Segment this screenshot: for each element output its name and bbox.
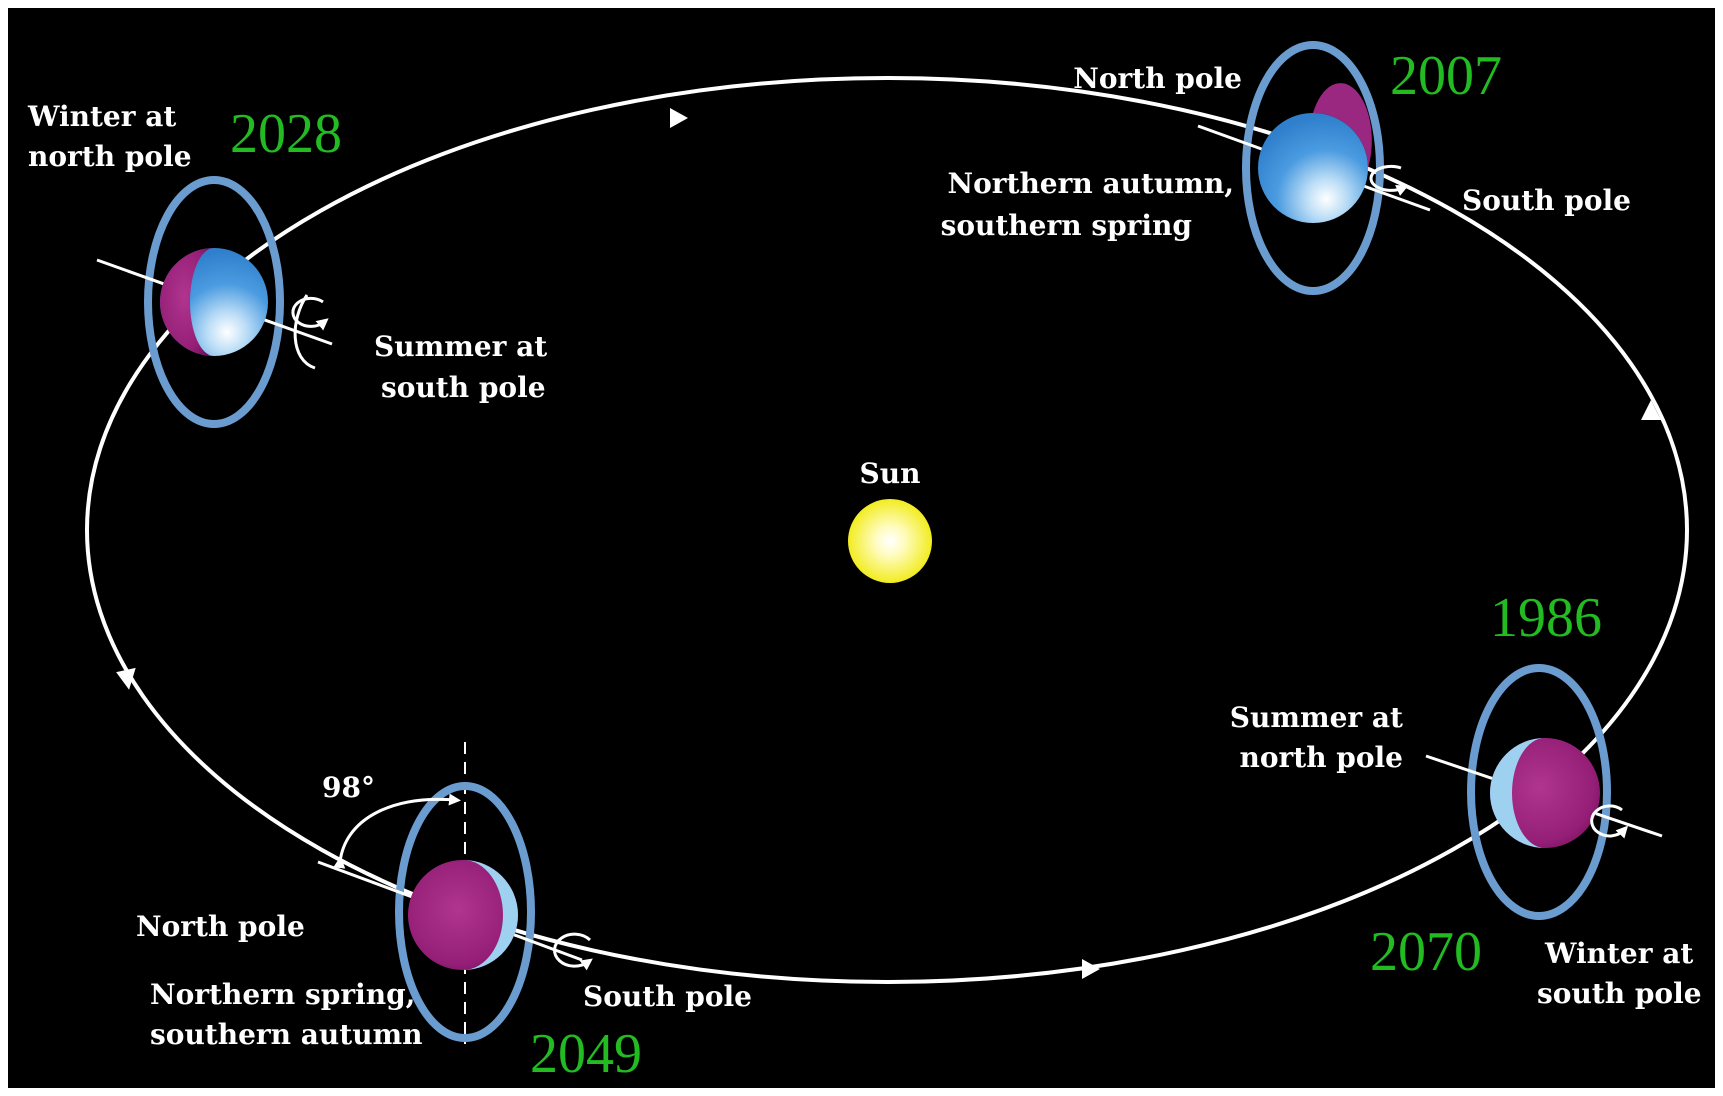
angle-arc-98 bbox=[333, 793, 461, 869]
season-label-2007-line2: southern spring bbox=[941, 209, 1192, 242]
planet-2028-magenta-half bbox=[160, 248, 214, 356]
sun-label: Sun bbox=[860, 457, 921, 490]
angle-label-98: 98° bbox=[322, 771, 375, 804]
south-pole-label-2049: South pole bbox=[583, 980, 752, 1013]
season-label-2049-line1: Northern spring, bbox=[150, 978, 415, 1011]
orbit-direction-arrow-left bbox=[116, 667, 136, 690]
year-label-2070: 2070 bbox=[1370, 921, 1482, 983]
note-2070-line2: south pole bbox=[1537, 977, 1702, 1010]
year-label-2049: 2049 bbox=[530, 1023, 642, 1085]
season-label-2049-line2: southern autumn bbox=[150, 1018, 423, 1051]
orbit-direction-arrow-bottom bbox=[1082, 959, 1100, 979]
year-label-1986: 1986 bbox=[1490, 587, 1602, 649]
note-1986-line1: Summer at bbox=[1230, 701, 1403, 734]
south-pole-label-2007: South pole bbox=[1462, 184, 1631, 217]
uranus-2007: North pole South pole Northern autumn, s… bbox=[941, 41, 1631, 295]
ring-2049 bbox=[395, 782, 535, 1042]
north-pole-label-2007: North pole bbox=[1073, 62, 1242, 95]
planet-2049-light-edge bbox=[463, 860, 518, 970]
planet-2007-dark-cap bbox=[1313, 83, 1372, 168]
orbit-direction-arrow-top bbox=[670, 108, 688, 128]
uranus-1986: Summer at north pole 1986 2070 Winter at… bbox=[1230, 587, 1702, 1010]
orbit-direction-arrow-right bbox=[1641, 400, 1661, 420]
planet-1986-light-edge bbox=[1490, 738, 1545, 848]
north-pole-label-2049: North pole bbox=[136, 910, 305, 943]
ring-1986 bbox=[1467, 664, 1611, 920]
year-label-2028: 2028 bbox=[230, 103, 342, 165]
uranus-2049: 98° North pole South pole Northern sprin… bbox=[136, 742, 752, 1085]
note-2028-summer-line2: south pole bbox=[381, 371, 546, 404]
year-label-2007: 2007 bbox=[1390, 45, 1502, 107]
note-1986-line2: north pole bbox=[1239, 741, 1403, 774]
ring-2028 bbox=[144, 176, 284, 428]
note-2070-line1: Winter at bbox=[1544, 937, 1693, 970]
note-2028-line1: Winter at bbox=[27, 100, 176, 133]
sun bbox=[848, 499, 932, 583]
uranus-2028: Winter at north pole Summer at south pol… bbox=[27, 100, 547, 428]
note-2028-summer-line1: Summer at bbox=[374, 330, 547, 363]
season-label-2007-line1: Northern autumn, bbox=[947, 167, 1234, 200]
orbit-path bbox=[85, 76, 1689, 984]
note-2028-line2: north pole bbox=[28, 140, 192, 173]
